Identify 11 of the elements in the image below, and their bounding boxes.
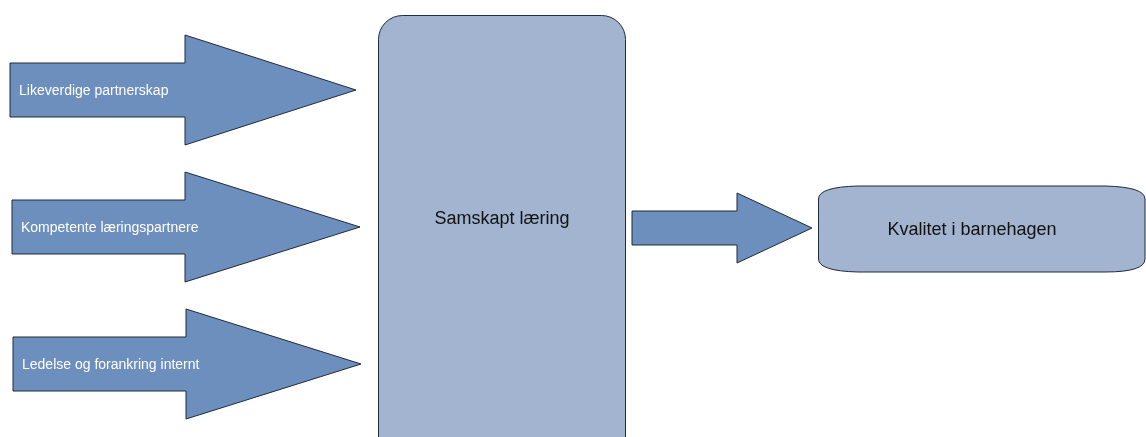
block-arrow xyxy=(11,171,361,283)
rounded-box xyxy=(818,185,1145,273)
block-arrow xyxy=(631,192,813,264)
block-arrow xyxy=(12,308,362,420)
edge-label: Ledelse og forankring internt xyxy=(22,355,200,373)
edge-label: Kompetente læringspartnere xyxy=(21,218,199,236)
block-arrow xyxy=(9,34,357,146)
box-label: Samskapt læring xyxy=(433,207,571,229)
edge-label: Likeverdige partnerskap xyxy=(19,81,169,99)
box-label: Kvalitet i barnehagen xyxy=(886,218,1058,240)
rounded-box xyxy=(378,15,626,437)
